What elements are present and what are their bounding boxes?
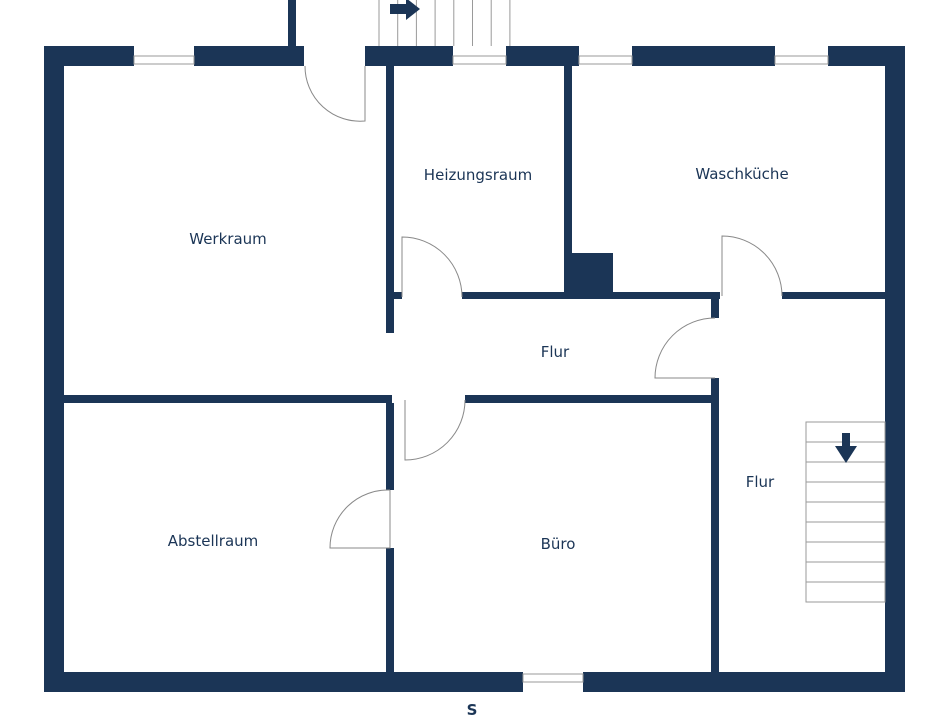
stair-arrow-down-icon (835, 433, 857, 463)
outer-wall (583, 672, 905, 692)
stairs-right (805, 421, 886, 603)
outer-wall (632, 46, 775, 66)
door-entry[interactable] (304, 65, 366, 122)
outer-wall (506, 46, 579, 66)
interior-wall (462, 292, 720, 299)
interior-wall (386, 548, 394, 672)
stair-outline (805, 421, 886, 603)
interior-wall (64, 395, 392, 403)
interior-wall (394, 292, 402, 299)
room-label-heizungsraum: Heizungsraum (423, 166, 533, 184)
walls (44, 0, 905, 692)
room-label-flur-center: Flur (540, 343, 570, 361)
door-waschkueche[interactable] (721, 235, 783, 297)
door-buero[interactable] (404, 399, 466, 461)
outer-wall (44, 46, 64, 692)
interior-wall (711, 299, 719, 318)
chimney (572, 253, 613, 296)
outer-wall (44, 46, 134, 66)
door-flur-right[interactable] (654, 317, 716, 379)
interior-wall (465, 395, 719, 403)
outer-wall (288, 0, 296, 46)
interior-wall (564, 66, 572, 296)
interior-wall (386, 66, 394, 333)
windows (133, 55, 829, 683)
room-label-abstellraum: Abstellraum (167, 532, 259, 550)
outer-wall (365, 46, 453, 66)
door-heizungsraum[interactable] (401, 236, 463, 298)
room-label-waschkueche: Waschküche (695, 165, 789, 183)
outer-wall (44, 672, 523, 692)
door-abstellraum[interactable] (329, 489, 391, 549)
interior-wall (782, 292, 885, 299)
room-label-flur-right: Flur (745, 473, 775, 491)
room-label-buero: Büro (540, 535, 576, 553)
doors (304, 65, 783, 549)
interior-wall (711, 378, 719, 672)
interior-wall (386, 403, 394, 490)
outer-wall (885, 46, 905, 692)
stair-arrow-right-icon (390, 0, 420, 20)
room-label-werkraum: Werkraum (189, 230, 267, 248)
outer-wall (194, 46, 304, 66)
compass-south: S (466, 701, 478, 719)
